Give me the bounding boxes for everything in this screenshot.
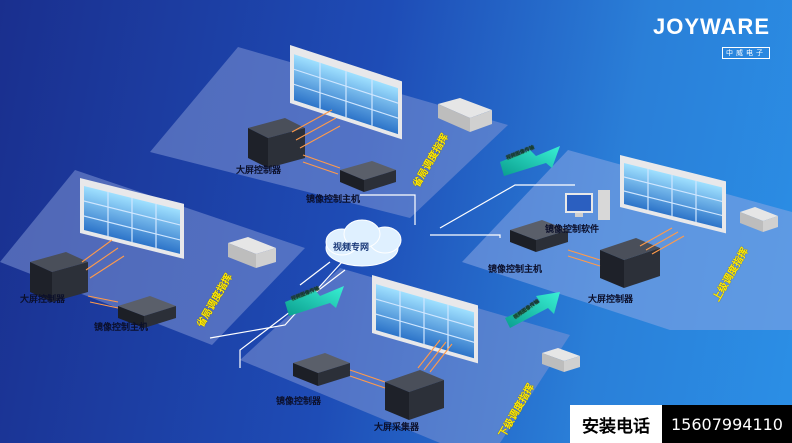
contact-bar: 安装电话 15607994110 xyxy=(570,405,792,443)
transmission-arrow-3 xyxy=(505,292,560,328)
mirror-controller-bottom xyxy=(293,353,350,386)
transmission-arrow-1 xyxy=(500,146,560,176)
video-wall-top xyxy=(290,45,402,140)
building-right-icon xyxy=(740,207,778,232)
cloud-label: 视频专网 xyxy=(333,243,370,253)
right-wall-controller-label: 大屏控制器 xyxy=(588,295,634,305)
wall-collector-bottom xyxy=(385,370,444,420)
right-mirror-host-label: 镜像控制主机 xyxy=(488,265,543,275)
top-mirror-host-label: 镜像控制主机 xyxy=(306,195,361,205)
left-mirror-host-label: 镜像控制主机 xyxy=(94,323,149,333)
video-wall-right xyxy=(620,155,726,234)
top-wall-controller-label: 大屏控制器 xyxy=(236,166,282,176)
wall-controller-left xyxy=(30,252,88,302)
signal-arrows xyxy=(81,109,685,389)
bottom-wall-collector-label: 大屏采集器 xyxy=(374,423,420,433)
contact-phone[interactable]: 15607994110 xyxy=(662,405,792,443)
wall-controller-right xyxy=(600,238,660,288)
building-bottom-icon xyxy=(542,348,580,372)
platform-left xyxy=(0,170,305,345)
mirror-host-left xyxy=(118,296,176,328)
brand-sub: 中威电子 xyxy=(722,47,770,59)
building-top-icon xyxy=(438,98,492,132)
mirror-host-right xyxy=(510,220,568,252)
video-wall-bottom xyxy=(372,275,478,364)
video-wall-left xyxy=(80,178,184,259)
platform-bottom xyxy=(240,268,570,443)
transmission-arrow-2 xyxy=(285,286,344,316)
mirror-host-top xyxy=(340,161,396,192)
video-network-cloud xyxy=(325,219,402,267)
joyware-logo: JOYWARE 中威电子 xyxy=(653,14,770,59)
right-mirror-software-label: 镜像控制软件 xyxy=(545,225,600,235)
contact-label: 安装电话 xyxy=(570,405,662,443)
left-wall-controller-label: 大屏控制器 xyxy=(20,295,66,305)
brand-name: JOYWARE xyxy=(652,14,770,39)
wall-controller-top xyxy=(248,118,305,168)
bottom-mirror-controller-label: 镜像控制器 xyxy=(276,397,322,407)
building-left-icon xyxy=(228,237,276,268)
pc-workstation xyxy=(565,190,610,220)
